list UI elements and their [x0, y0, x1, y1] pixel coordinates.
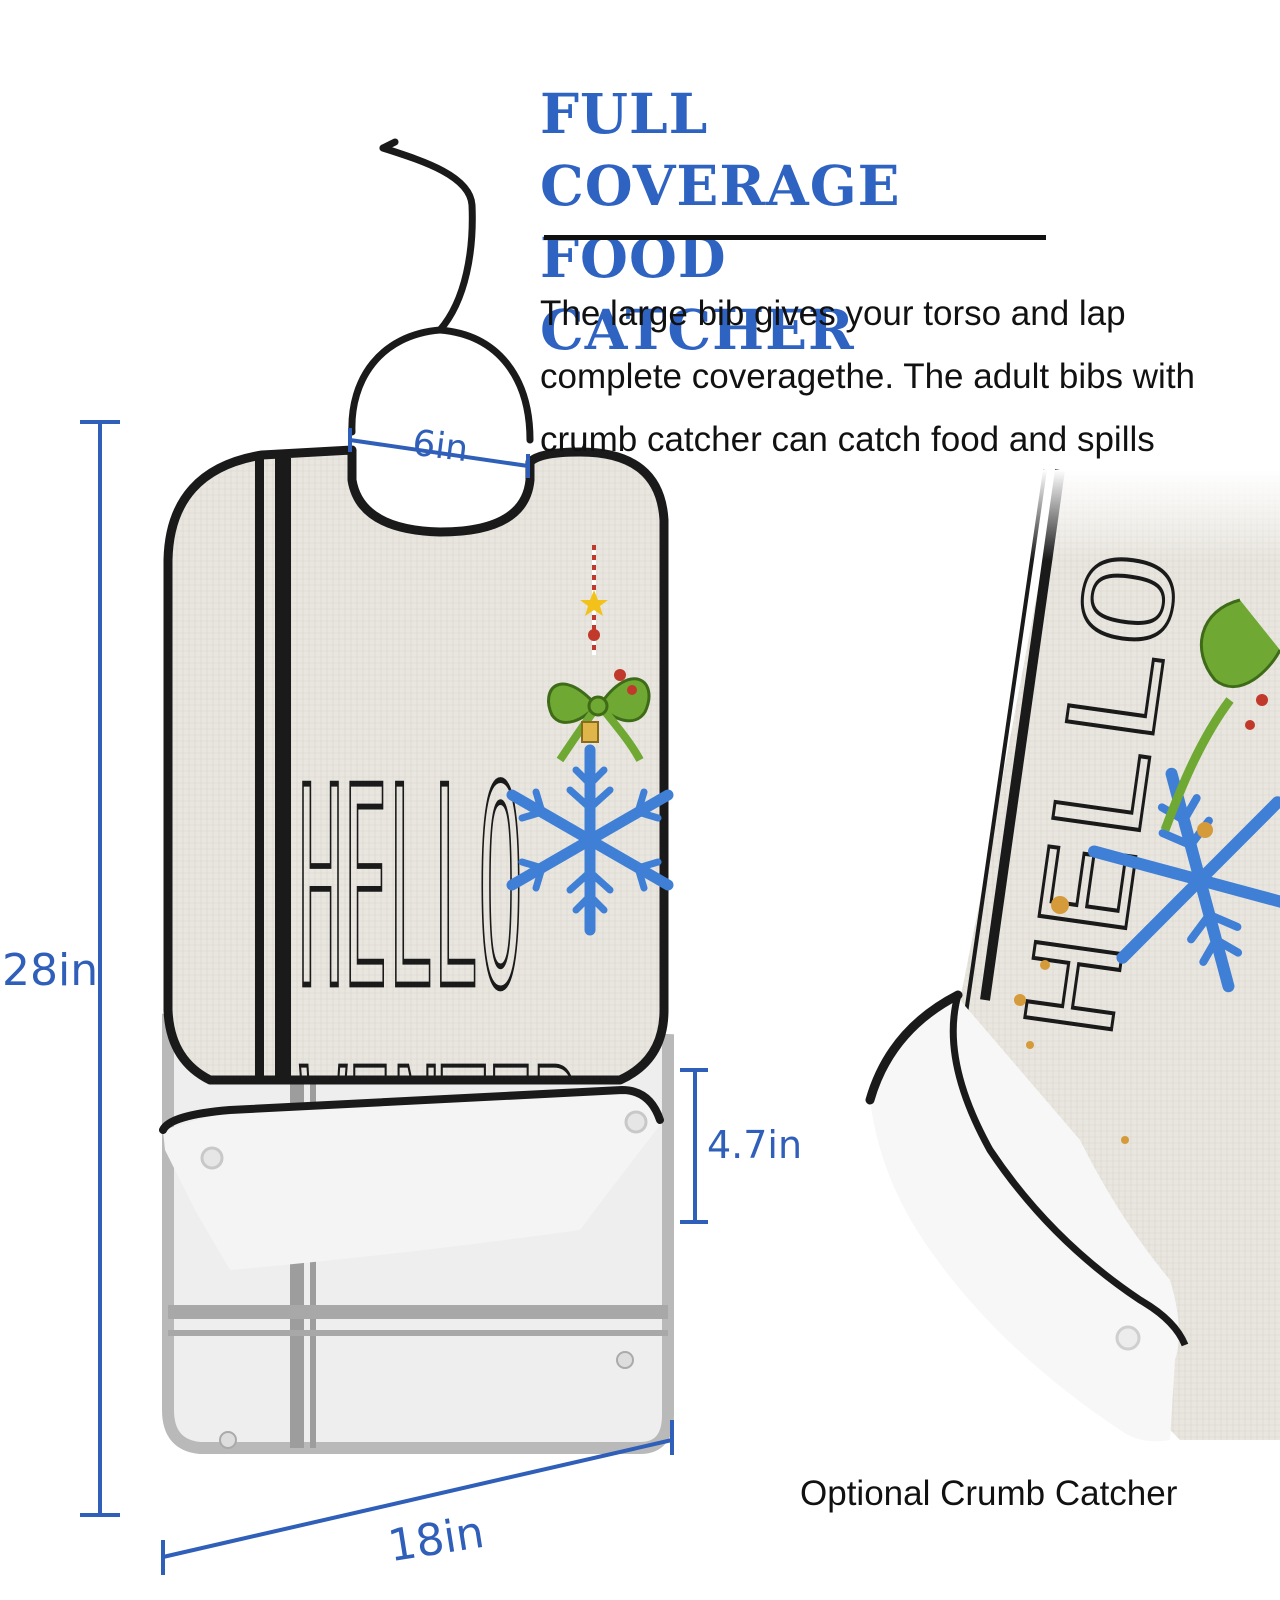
description: The large bib gives your torso and lap c… [540, 282, 1280, 471]
star-ornament [580, 590, 608, 616]
snowflake-icon [506, 744, 674, 936]
neck-dimension-label: 6in [410, 423, 470, 470]
bib-front: HELLO WINTER [159, 445, 674, 1454]
headline-line-1: FULL COVERAGE [540, 81, 901, 218]
bow-ornament [547, 677, 651, 763]
description-line-2: complete coveragethe. The adult bibs wit… [540, 357, 1196, 396]
dimension-lines [80, 420, 708, 1575]
bib-print-winter: WINTER [300, 1037, 580, 1211]
width-dimension-label: 18in [385, 1507, 488, 1572]
height-dimension-label: 28in [2, 945, 98, 996]
bib-closeup: HELLO [865, 469, 1280, 1442]
pocket-dimension-label: 4.7in [707, 1123, 802, 1167]
description-line-1: The large bib gives your torso and lap [540, 294, 1126, 333]
bib-print-hello: HELLO [298, 728, 523, 1049]
closeup-caption: Optional Crumb Catcher [800, 1474, 1178, 1513]
neck-strap [348, 138, 534, 444]
crumb-pocket [163, 1090, 660, 1270]
headline-divider [544, 235, 1046, 240]
description-line-3: crumb catcher can catch food and spills [540, 420, 1155, 459]
